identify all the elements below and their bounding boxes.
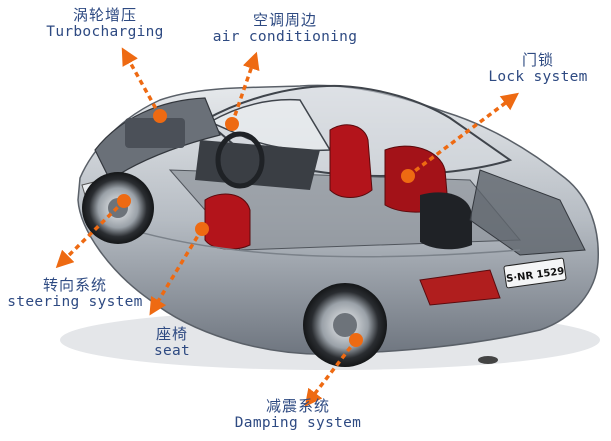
engine-block <box>125 118 185 148</box>
label-air-conditioning-zh: 空调周边 <box>252 11 317 29</box>
steering-wheel <box>215 131 265 189</box>
label-lock-system-en: Lock system <box>488 69 588 86</box>
car-illustration: S·NR 1529 <box>77 84 599 367</box>
lock-system-dot <box>401 169 415 183</box>
steering-system-arrow <box>55 199 126 269</box>
rear-wheel <box>303 283 387 367</box>
label-seat-en: seat <box>153 343 191 360</box>
license-plate <box>503 257 567 289</box>
rear-seat-2 <box>420 192 472 250</box>
label-turbocharging-en: Turbocharging <box>46 24 164 41</box>
label-turbocharging: 涡轮增压 Turbocharging <box>30 6 180 41</box>
label-lock-system-zh: 门锁 <box>521 51 554 69</box>
exhaust-pipe <box>478 356 498 364</box>
label-steering-system-en: steering system <box>7 294 143 311</box>
label-lock-system: 门锁 Lock system <box>478 51 598 86</box>
lock-system-arrow <box>406 92 519 178</box>
label-damping-system: 减震系统 Damping system <box>225 397 371 432</box>
label-seat-zh: 座椅 <box>155 325 188 343</box>
air-conditioning-arrow <box>230 51 260 125</box>
callout-dots <box>117 109 415 347</box>
damping-system-dot <box>349 333 363 347</box>
label-damping-system-zh: 减震系统 <box>265 397 330 415</box>
front-seat-passenger <box>204 193 251 250</box>
callout-arrows <box>55 47 519 407</box>
trunk <box>469 169 586 256</box>
air-conditioning-dot <box>225 117 239 131</box>
label-turbocharging-zh: 涡轮增压 <box>72 6 137 24</box>
label-air-conditioning-en: air conditioning <box>212 29 358 46</box>
seat-arrow <box>149 228 204 316</box>
turbocharging-arrow <box>121 47 162 117</box>
turbocharging-dot <box>153 109 167 123</box>
damping-system-arrow <box>304 338 358 407</box>
steering-system-dot <box>117 194 131 208</box>
label-steering-system-zh: 转向系统 <box>42 276 107 294</box>
label-steering-system: 转向系统 steering system <box>4 276 146 311</box>
label-air-conditioning: 空调周边 air conditioning <box>205 11 365 46</box>
front-seat-driver <box>329 124 373 198</box>
label-damping-system-en: Damping system <box>234 415 362 432</box>
taillight <box>419 269 501 306</box>
label-seat: 座椅 seat <box>140 325 204 360</box>
seat-dot <box>195 222 209 236</box>
